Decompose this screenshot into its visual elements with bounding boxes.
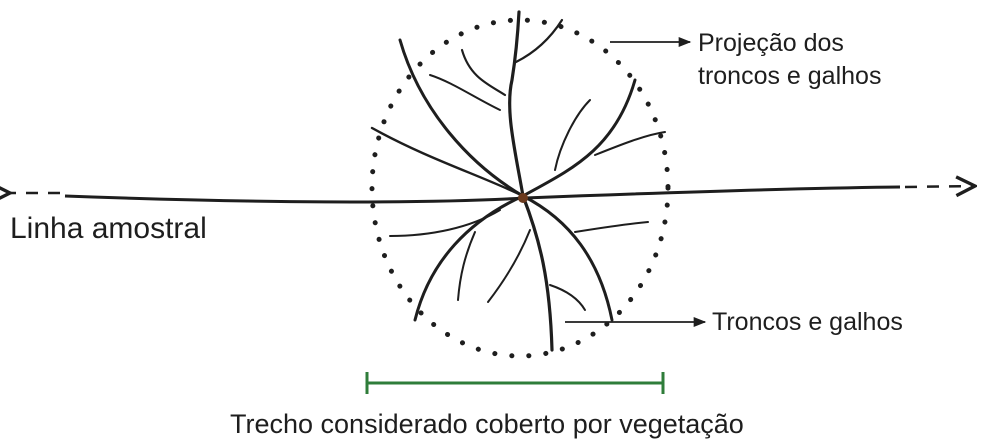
branch-lower-left	[413, 194, 525, 322]
trunks-and-branches	[370, 10, 666, 352]
projection-label-line1: Projeção dos	[698, 29, 844, 57]
sample-line-label: Linha amostral	[10, 212, 207, 245]
branch-upper-right	[521, 78, 637, 198]
projection-label-line2: troncos e galhos	[698, 62, 881, 90]
twig-upper-right-1	[514, 18, 564, 64]
twig-lower-right-2	[549, 284, 586, 311]
twig-lower-left-3	[487, 229, 531, 303]
sample-line-dash-right	[904, 186, 975, 187]
twig-upper-right-3	[554, 99, 591, 171]
trunks-label: Troncos e galhos	[712, 308, 903, 336]
branch-left	[370, 126, 525, 198]
trunk-main	[508, 10, 525, 198]
branch-upper-left	[398, 38, 525, 198]
sample-line	[10, 186, 975, 202]
covered-stretch-label: Trecho considerado coberto por vegetação	[230, 409, 744, 439]
twig-upper-left-2	[429, 74, 501, 111]
twig-upper-left-1	[460, 48, 507, 97]
trunk-lower	[521, 194, 554, 352]
twig-upper-right-2	[594, 131, 666, 156]
trunk-center	[518, 193, 528, 203]
twig-lower-left-1	[389, 209, 501, 237]
branch-lower-right	[521, 194, 614, 322]
twig-lower-left-2	[457, 231, 476, 301]
canopy-projection-outline	[369, 17, 671, 359]
sample-line-solid	[64, 185, 901, 204]
covered-stretch-bracket	[365, 372, 665, 394]
twig-lower-right-1	[574, 221, 649, 233]
